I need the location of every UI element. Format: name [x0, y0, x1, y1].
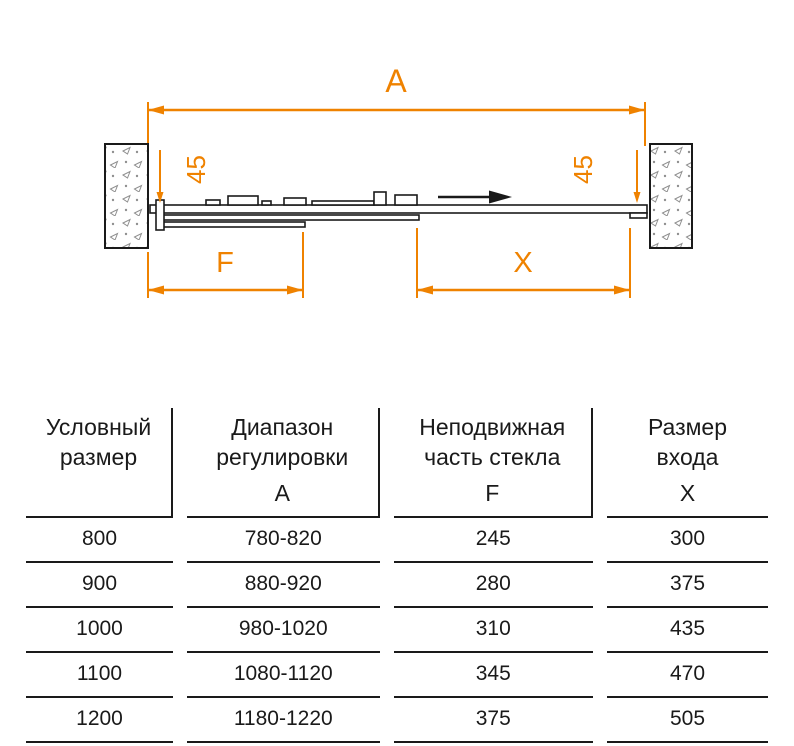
roller-bracket: [227, 195, 259, 206]
wall-right: [649, 143, 693, 249]
roller-bracket: [205, 199, 221, 206]
table-header: Условный размер Диапазон регулировки А Н…: [26, 408, 768, 519]
table-cell: 245: [393, 518, 593, 564]
table-cell: 310: [393, 608, 593, 654]
gap-left-arrow-icon: [156, 192, 164, 203]
column-header-fixed-glass: Неподвижная часть стекла F: [393, 408, 593, 519]
column-title: Условный размер: [45, 414, 152, 471]
arrowhead-right-icon: [629, 105, 645, 115]
column-letter: А: [274, 479, 290, 506]
table-cell: 900: [26, 563, 173, 609]
gap-dimension-left: 45: [156, 150, 211, 203]
table-cell: 880-920: [187, 563, 380, 609]
table-cell: 1000: [26, 608, 173, 654]
fixed-glass-panel: [160, 221, 306, 228]
table-cell: 435: [607, 608, 768, 654]
installation-diagram: A 45: [104, 63, 693, 298]
dimension-x: X: [416, 228, 631, 298]
table-cell: 980-1020: [187, 608, 380, 654]
table-cell: 1100: [26, 653, 173, 699]
gap-right-arrow-icon: [633, 192, 641, 203]
roller-carriage: [373, 191, 387, 206]
table-row: 800 780-820 245 300: [26, 518, 768, 564]
wall-left: [104, 143, 149, 249]
table-cell: 375: [393, 698, 593, 744]
column-letter: Х: [679, 479, 696, 506]
arrowhead-left-icon: [417, 285, 433, 295]
gap-dimension-right: 45: [568, 150, 641, 203]
table-cell: 375: [607, 563, 768, 609]
table-body: 800 780-820 245 300 900 880-920 280 375 …: [26, 518, 768, 744]
column-title: Неподвижная часть стекла: [419, 414, 566, 471]
table-cell: 470: [607, 653, 768, 699]
gap-left-label: 45: [181, 155, 211, 184]
roller-bracket: [283, 197, 307, 206]
column-title: Размер входа: [647, 414, 728, 471]
dimension-a: A: [147, 63, 646, 146]
wall-profile-left: [155, 199, 165, 231]
table-cell: 505: [607, 698, 768, 744]
dimension-x-label: X: [513, 247, 532, 279]
dimension-a-label: A: [385, 63, 407, 99]
top-track: [149, 204, 648, 214]
column-header-nominal-size: Условный размер: [26, 408, 173, 519]
column-letter: [28, 478, 169, 488]
table-cell: 1200: [26, 698, 173, 744]
dimension-f: F: [147, 232, 304, 298]
sliding-glass-panel: [160, 214, 420, 221]
guide-rail: [311, 200, 375, 206]
track-end-stop: [629, 212, 648, 219]
dimension-f-label: F: [216, 247, 234, 279]
table-cell: 780-820: [187, 518, 380, 564]
table-cell: 300: [607, 518, 768, 564]
arrowhead-right-icon: [614, 285, 630, 295]
table-cell: 1080-1120: [187, 653, 380, 699]
table-cell: 800: [26, 518, 173, 564]
column-letter: F: [485, 479, 500, 506]
roller-carriage: [394, 194, 418, 206]
arrowhead-left-icon: [148, 105, 164, 115]
table-cell: 345: [393, 653, 593, 699]
table-row: 1000 980-1020 310 435: [26, 608, 768, 654]
column-header-adjustment-range: Диапазон регулировки А: [187, 408, 380, 519]
table-cell: 280: [393, 563, 593, 609]
arrowhead-right-icon: [287, 285, 303, 295]
arrow-head-icon: [489, 190, 512, 204]
table-row: 1200 1180-1220 375 505: [26, 698, 768, 744]
door-profile: [149, 191, 648, 231]
arrowhead-left-icon: [148, 285, 164, 295]
gap-right-label: 45: [568, 155, 598, 184]
slide-direction-arrow: [438, 190, 512, 204]
column-title: Диапазон регулировки: [216, 414, 349, 471]
table-cell: 1180-1220: [187, 698, 380, 744]
column-header-entrance-size: Размер входа Х: [607, 408, 768, 519]
size-table: Условный размер Диапазон регулировки А Н…: [12, 408, 782, 744]
table-row: 900 880-920 280 375: [26, 563, 768, 609]
table-row: 1100 1080-1120 345 470: [26, 653, 768, 699]
roller-bracket: [261, 200, 272, 206]
